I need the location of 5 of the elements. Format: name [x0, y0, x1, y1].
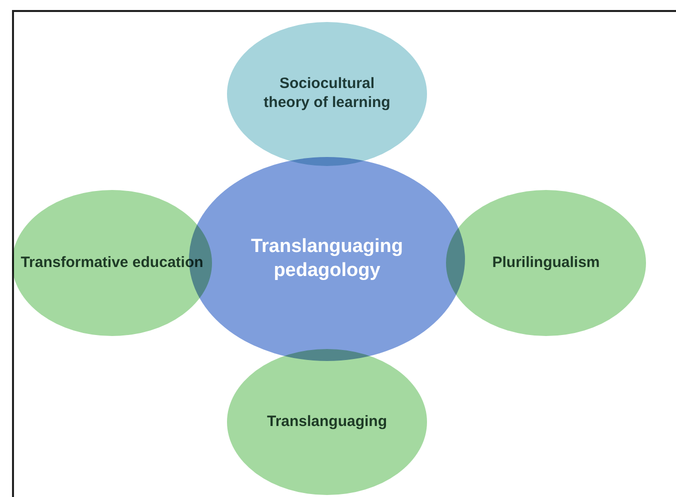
node-label: Transformative education	[20, 254, 204, 272]
node-label: Translanguaging	[266, 412, 387, 432]
node-label: Plurilingualism	[492, 254, 600, 272]
node-label: Sociocultural theory of learning	[262, 75, 392, 113]
node-label: Translanguaging pedagology	[250, 235, 404, 283]
